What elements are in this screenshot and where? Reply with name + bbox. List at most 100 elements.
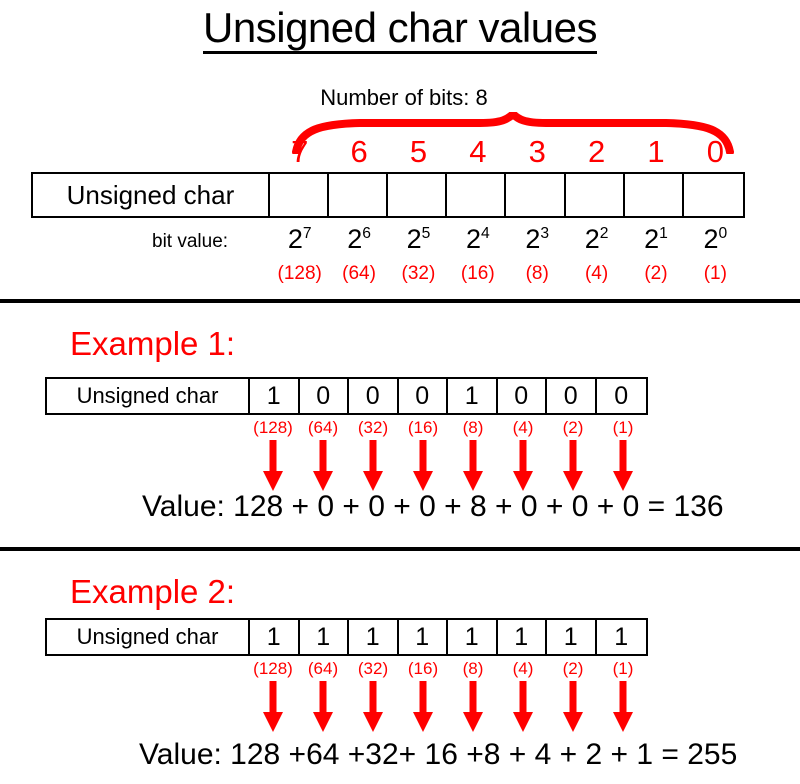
power-exponent: 4	[480, 225, 490, 242]
bit-number: 1	[647, 134, 665, 169]
down-arrow-icon	[498, 440, 548, 492]
decimal-weight: (1)	[703, 263, 727, 284]
power-of-two-row: 27 26 25 24 23 22 21 20	[270, 226, 745, 253]
decimal-weight: (16)	[460, 263, 495, 284]
decimal-weight-row: (128) (64) (32) (16) (8) (4) (2) (1)	[248, 660, 648, 677]
power-base: 2	[406, 224, 422, 254]
bit-number: 4	[469, 134, 487, 169]
power-exponent: 6	[362, 225, 371, 242]
down-arrow-icon	[298, 681, 348, 733]
example-1-value-line: Value: 128 + 0 + 0 + 0 + 8 + 0 + 0 + 0 =…	[142, 490, 724, 523]
bit-cell[interactable]: 1	[250, 379, 300, 413]
example-2-label: Example 2:	[70, 573, 236, 610]
down-arrow-icon	[248, 681, 298, 733]
down-arrow-icon	[348, 681, 398, 733]
down-arrow-icon	[498, 681, 548, 733]
decimal-weight: (64)	[342, 263, 376, 284]
down-arrow-icon	[348, 440, 398, 492]
bit-number: 5	[409, 134, 428, 169]
bit-cell[interactable]: 1	[448, 620, 498, 654]
power-exponent: 2	[599, 225, 609, 242]
example-2-bit-table: Unsigned char 1 1 1 1 1 1 1 1	[45, 618, 648, 656]
down-arrow-icon	[248, 440, 298, 492]
table-row-label: Unsigned char	[47, 379, 250, 413]
decimal-weight: (4)	[512, 659, 534, 678]
number-of-bits-label: Number of bits: 8	[320, 85, 488, 110]
power-base: 2	[347, 224, 363, 254]
bit-cell[interactable]: 1	[349, 620, 399, 654]
decimal-weight: (8)	[462, 418, 484, 437]
bit-number: 6	[350, 134, 368, 169]
decimal-weight: (1)	[612, 418, 634, 437]
down-arrow-icon	[448, 440, 498, 492]
decimal-weight: (32)	[401, 263, 436, 284]
bit-number: 7	[291, 134, 309, 169]
power-of-two: 27	[270, 226, 329, 253]
decimal-weight: (16)	[407, 418, 439, 437]
unsigned-char-bit-table: Unsigned char	[31, 172, 745, 218]
power-exponent: 5	[421, 225, 431, 242]
decimal-weight: (1)	[612, 659, 634, 678]
bit-cell[interactable]	[447, 174, 507, 216]
example-1-label: Example 1:	[70, 325, 236, 362]
bit-cell[interactable]: 1	[300, 620, 349, 654]
section-divider	[0, 547, 800, 551]
decimal-weight-row: (128) (64) (32) (16) (8) (4) (2) (1)	[270, 264, 745, 283]
example-1-bit-table: Unsigned char 1 0 0 0 1 0 0 0	[45, 377, 648, 415]
bit-number: 3	[528, 134, 546, 169]
decimal-weight: (32)	[357, 418, 389, 437]
power-base: 2	[525, 224, 541, 254]
down-arrow-icon	[548, 440, 598, 492]
decimal-weight: (4)	[584, 263, 609, 284]
bit-cell[interactable]: 0	[300, 379, 349, 413]
bit-number-row: 7 6 5 4 3 2 1 0	[270, 136, 745, 167]
example-2-arrow-row	[248, 681, 648, 733]
bit-cell[interactable]	[329, 174, 389, 216]
bit-cell[interactable]	[566, 174, 625, 216]
bit-number: 0	[706, 134, 724, 169]
bit-cell[interactable]: 0	[399, 379, 448, 413]
bit-cell[interactable]: 1	[547, 620, 597, 654]
red-brace-icon	[292, 112, 734, 154]
power-exponent: 1	[659, 225, 668, 242]
bit-cell[interactable]: 1	[498, 620, 547, 654]
bit-cell[interactable]: 1	[250, 620, 300, 654]
decimal-weight: (128)	[253, 418, 293, 437]
decimal-weight: (32)	[357, 659, 389, 678]
bit-cell[interactable]: 0	[547, 379, 597, 413]
bit-cell[interactable]: 1	[614, 622, 629, 651]
decimal-weight: (2)	[644, 263, 668, 284]
down-arrow-icon	[398, 681, 448, 733]
power-exponent: 0	[718, 225, 728, 242]
bit-cell[interactable]: 0	[349, 379, 399, 413]
bit-cell[interactable]: 0	[614, 381, 629, 410]
power-exponent: 7	[302, 225, 312, 242]
decimal-weight: (128)	[277, 263, 322, 284]
bit-cell[interactable]	[270, 174, 329, 216]
bit-cell[interactable]	[684, 174, 743, 216]
table-row-label: Unsigned char	[47, 620, 250, 654]
bit-cell[interactable]	[506, 174, 566, 216]
power-of-two: 24	[448, 226, 507, 253]
section-divider	[0, 299, 800, 303]
power-of-two: 21	[626, 226, 685, 253]
power-base: 2	[584, 224, 600, 254]
example-2-value-line: Value: 128 +64 +32+ 16 +8 + 4 + 2 + 1 = …	[139, 738, 738, 771]
bit-cell[interactable]: 1	[399, 620, 448, 654]
page-title-container: Unsigned char values	[0, 5, 800, 55]
down-arrow-icon	[598, 440, 648, 492]
bit-cell[interactable]	[625, 174, 684, 216]
power-base: 2	[703, 224, 719, 254]
down-arrow-icon	[448, 681, 498, 733]
decimal-weight: (8)	[525, 263, 549, 284]
bit-cell[interactable]: 1	[448, 379, 498, 413]
bit-cell[interactable]	[388, 174, 448, 216]
power-base: 2	[287, 224, 303, 254]
bit-value-label: bit value:	[152, 231, 229, 252]
decimal-weight: (2)	[562, 659, 584, 678]
bit-number: 2	[587, 134, 606, 169]
down-arrow-icon	[398, 440, 448, 492]
bit-cell[interactable]: 0	[498, 379, 547, 413]
example-1-arrow-row	[248, 440, 648, 492]
decimal-weight: (64)	[307, 418, 339, 437]
